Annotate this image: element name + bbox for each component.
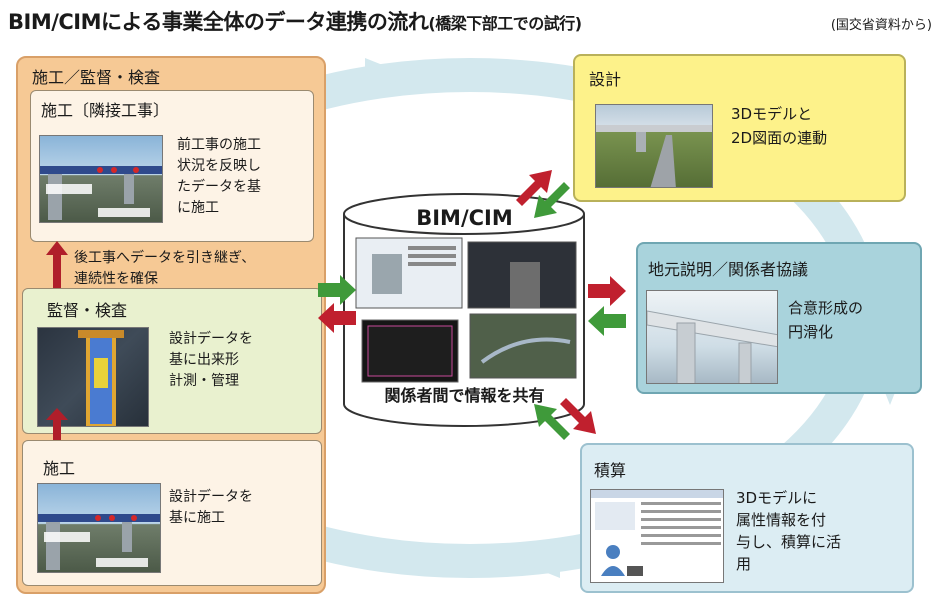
explain-card-title: 地元説明／関係者協議: [648, 260, 809, 279]
construction-card-title: 施工: [43, 459, 76, 478]
arrow-green-from-explain: [588, 306, 626, 336]
explain-card-text: 合意形成の 円滑化: [788, 299, 864, 341]
estimate-card-title: 積算: [594, 461, 627, 480]
title-main: BIM/CIMによる事業全体のデータ連携の流れ: [8, 10, 429, 34]
local-explanation-card: 地元説明／関係者協議 合意形成の 円滑化: [636, 242, 922, 394]
design-road-illustration: [596, 125, 712, 187]
estimate-spreadsheet-illustration: [591, 490, 723, 576]
arrow-red-to-estimate: [560, 398, 596, 434]
bridge-photo-construction: [37, 483, 161, 573]
user-icon: [606, 545, 620, 559]
cycle-arrowhead-top: [365, 58, 410, 94]
bridge-render-image: [646, 290, 778, 384]
arrow-green-from-estimate: [534, 404, 570, 440]
design-card: 設計 3Dモデルと 2D図面の連動: [573, 54, 906, 202]
pier-scan-image: [37, 327, 149, 427]
construction-card-text: 設計データを 基に施工: [169, 489, 253, 526]
inspection-card-title: 監督・検査: [47, 301, 128, 320]
arrow-green-from-design: [534, 182, 570, 218]
source-note: (国交省資料から): [830, 18, 932, 33]
arrow-red-to-explain: [588, 276, 626, 306]
bridge-render-illustration: [647, 310, 777, 383]
cycle-arrowhead-bottom: [515, 542, 560, 578]
bridge-illustration: [40, 166, 162, 220]
arrow-red-to-inspection: [318, 303, 356, 333]
pier-scan-illustration: [78, 330, 124, 426]
inspection-card: 監督・検査 設計データを 基に出来形 計測・管理: [22, 288, 322, 434]
arrow-green-to-cylinder-left: [318, 275, 356, 305]
design-card-title: 設計: [589, 70, 622, 89]
design-card-text: 3Dモデルと 2D図面の連動: [731, 105, 828, 147]
handover-note: 後工事へデータを引き継ぎ、 連続性を確保: [74, 250, 256, 287]
shared-info-caption: 関係者間で情報を共有: [384, 386, 545, 405]
title-sub: (橋梁下部工での試行): [428, 14, 582, 33]
bim-cim-label: BIM/CIM: [416, 206, 513, 230]
arrow-red-to-design: [516, 170, 552, 206]
neighbor-card-title: 施工〔隣接工事〕: [41, 101, 170, 120]
inspection-card-text: 設計データを 基に出来形 計測・管理: [169, 331, 253, 389]
neighbor-construction-card: 施工〔隣接工事〕 前工事の施工 状況を反映し たデータを基 に施工: [30, 90, 314, 242]
neighbor-card-text: 前工事の施工 状況を反映し たデータを基 に施工: [177, 137, 261, 216]
bridge-illustration-construction: [38, 514, 160, 570]
estimate-card-text: 3Dモデルに 属性情報を付 与し、積算に活 用: [736, 489, 842, 573]
software-screenshot-4: [469, 313, 577, 379]
group-title: 施工／監督・検査: [32, 68, 161, 87]
bridge-photo: [39, 135, 163, 223]
construction-inspection-group: 施工／監督・検査 施工〔隣接工事〕 前工事の施工 状況を反映し たデータを基 に…: [16, 56, 326, 594]
page-title: BIM/CIMによる事業全体のデータ連携の流れ(橋梁下部工での試行): [8, 6, 582, 36]
up-arrow-upper: [46, 241, 68, 289]
bim-cim-database-cylinder: [343, 193, 585, 427]
up-arrow-lower: [46, 408, 68, 442]
design-3d-model-image: [595, 104, 713, 188]
estimate-spreadsheet-image: [590, 489, 724, 583]
construction-card: 施工 設計データを 基に施工: [22, 440, 322, 586]
estimate-card: 積算 3Dモデルに 属性情報を付 与し、積算に活 用: [580, 443, 914, 593]
